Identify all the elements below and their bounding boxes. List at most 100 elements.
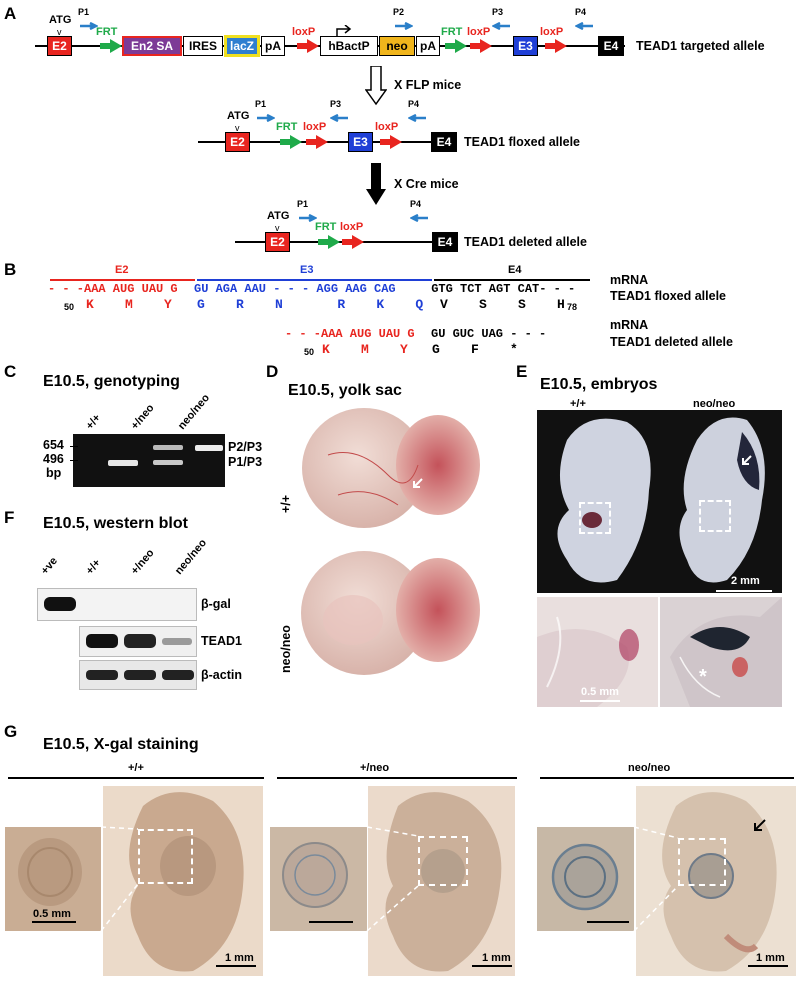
f-title: E10.5, western blot [43,515,188,532]
seq2-red: - - -AAA AUG UAU G [285,327,415,341]
loxp-label-3: loxP [540,26,564,38]
floxed-exon-e4: E4 [431,132,457,152]
deleted-exon-e4: E4 [432,232,458,252]
blot-tead1-band-1 [86,634,118,648]
f-band-bgal: β-gal [201,597,231,611]
g-wt-zoom-box [138,829,193,884]
f-band-actin: β-actin [201,668,242,682]
deleted-loxp-arrow [342,235,364,249]
floxed-loxp-label-1: loxP [303,121,327,133]
cre-arrow-icon [366,163,386,205]
atg-caret-2: v [235,123,240,133]
exon-e4: E4 [598,36,624,56]
blot-bgal [37,588,197,621]
g-homo-zoom-box [678,838,726,886]
panel-letter-c: C [4,362,17,381]
e-zoom-box-left [579,502,611,534]
aa2-black: G F * [432,342,518,357]
e-inset-neo [660,597,782,707]
lacz-box: lacZ [224,35,260,57]
f-lane-3: +/neo [128,547,157,577]
exon-e2: E2 [47,36,72,56]
panel-letter-g: G [4,722,18,741]
b-num-50: 50 [64,302,75,312]
g-connector-lines [100,826,679,932]
blot-actin [79,660,197,690]
e-inset-wt [537,597,658,707]
floxed-allele-label: TEAD1 floxed allele [464,135,581,149]
targeted-allele-label: TEAD1 targeted allele [636,39,765,53]
c-size-496: 496 [43,452,64,466]
deleted-allele-label: TEAD1 deleted allele [464,235,587,249]
floxed-allele-label-b: TEAD1 floxed allele [610,289,727,303]
primer-p3: P3 [491,7,512,35]
deleted-allele-label-b: TEAD1 deleted allele [610,335,733,349]
g-group-2-line [277,777,517,779]
c-bp: bp [46,466,62,480]
g-title: E10.5, X-gal staining [43,736,199,753]
c-band-p2p3: P2/P3 [228,440,263,454]
pcr-gel-image [73,434,225,487]
d-arrow-icon [413,478,423,488]
atg-caret: v [57,27,62,37]
g-homo-embryo [636,786,796,976]
ires-box: IRES [183,36,223,56]
g-group-1: +/+ [128,762,144,774]
f-lane-4: neo/neo [172,536,210,577]
loxp-arrow-2 [470,39,492,53]
blot-actin-band-2 [124,670,156,680]
c-size-654: 654 [43,438,64,452]
floxed-loxp-arrow-1 [306,135,328,149]
b-num-78: 78 [567,302,578,312]
g-group-1-line [8,777,264,779]
g-homo-scale-bar [748,965,788,967]
floxed-primer-p3: P3 [329,99,350,127]
c-lane-2: +/neo [128,402,157,432]
blot-tead1-band-3 [162,638,192,645]
g-het-zoom-box [418,836,468,886]
panel-letter-d: D [266,362,279,381]
mrna-label-2: mRNA [610,318,649,332]
d-label-bottom: neo/neo [279,625,293,673]
e-scale-label: 2 mm [731,575,760,587]
deleted-frt-label: FRT [315,221,337,233]
deleted-primer-p4: P4 [409,199,430,227]
loxp-label-1: loxP [292,26,316,38]
gel-band-neo-upper [153,445,183,450]
g-homo-inset-scale-bar [587,921,629,923]
floxed-loxp-arrow-2 [380,135,402,149]
e-inset-scale-label: 0.5 mm [581,686,619,698]
seq1-e2: - - -AAA AUG UAU G [48,282,178,296]
floxed-frt-label: FRT [276,121,298,133]
promoter-arrow-icon [336,25,352,37]
floxed-exon-e2: E2 [225,132,250,152]
aa1-blue: G R N R K Q [197,297,424,312]
blot-bgal-band [44,597,76,611]
flp-label: X FLP mice [394,78,462,92]
blot-actin-band-3 [162,670,194,680]
b-num-50-2: 50 [304,347,315,357]
deleted-frt-arrow [318,235,340,249]
g-het-inset-scale-bar [309,921,353,923]
c-lane-3: neo/neo [175,391,213,432]
floxed-exon-e3: E3 [348,132,373,152]
gel-band-neoneo [195,445,223,451]
panel-letter-e: E [516,362,528,381]
g-homo-inset [537,827,634,931]
b-e2-label: E2 [115,264,129,276]
floxed-primer-p4: P4 [407,99,428,127]
blot-tead1 [79,626,197,657]
seq1-e4: GTG TCT AGT CAT- - - [424,282,576,296]
f-lane-1: +ve [38,554,61,577]
atg-caret-3: v [275,223,280,233]
e-scale-bar [716,590,772,592]
e-title: E10.5, embryos [540,376,658,393]
primer-p1: P1 [78,7,99,35]
g-het-embryo [368,786,515,976]
panel-letter-f: F [4,508,15,527]
deleted-loxp-label: loxP [340,221,364,233]
frt-label: FRT [96,26,118,38]
d-scale-bar [446,696,486,698]
f-lane-2: +/+ [83,557,104,577]
flp-arrow-icon [365,66,387,106]
